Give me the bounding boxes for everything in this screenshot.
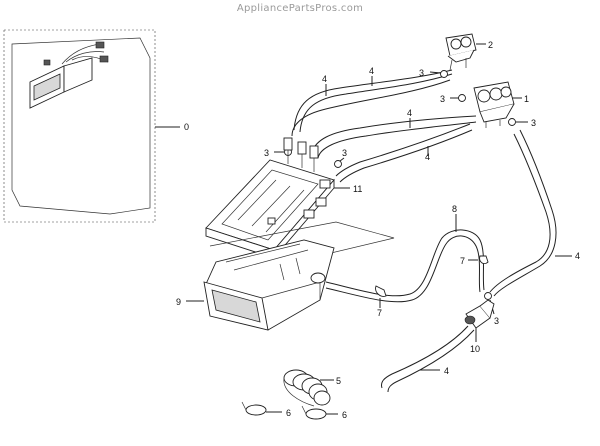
callout-0: 0 bbox=[184, 122, 189, 132]
detail-panel bbox=[3, 29, 156, 223]
callout-8: 8 bbox=[452, 204, 457, 214]
bellows-hose-5 bbox=[283, 369, 331, 407]
clamp-rings-6 bbox=[241, 401, 327, 420]
watermark: AppliancePartsPros.com bbox=[236, 3, 364, 14]
callout-4-upper-left: 4 bbox=[322, 74, 327, 84]
callout-4-middle: 4 bbox=[407, 108, 412, 118]
leader-3e bbox=[339, 157, 345, 162]
callout-2: 2 bbox=[488, 40, 493, 50]
callout-7-right: 7 bbox=[460, 256, 465, 266]
callout-4-lower: 4 bbox=[425, 152, 430, 162]
callout-4-right: 4 bbox=[575, 251, 580, 261]
callout-3-dispenser-right: 3 bbox=[342, 148, 347, 158]
callout-4-upper-right: 4 bbox=[369, 66, 374, 76]
callout-5: 5 bbox=[336, 376, 341, 386]
leader-3a bbox=[429, 71, 442, 74]
callout-1: 1 bbox=[524, 94, 529, 104]
dispenser-assembly-thumbnail bbox=[29, 41, 109, 109]
water-valve-1 bbox=[473, 81, 515, 128]
callout-3-dispenser-left: 3 bbox=[264, 148, 269, 158]
inlet-hoses bbox=[291, 69, 477, 183]
dispenser-housing-11 bbox=[205, 137, 335, 260]
callout-11: 11 bbox=[353, 184, 362, 194]
hose-4-right bbox=[489, 129, 557, 297]
dispenser-drawer-9 bbox=[203, 221, 395, 331]
callout-6-left: 6 bbox=[286, 408, 291, 418]
callout-3-valve-middle: 3 bbox=[440, 94, 445, 104]
callout-3-drain: 3 bbox=[494, 316, 499, 326]
callout-4-drain: 4 bbox=[444, 366, 449, 376]
callout-9: 9 bbox=[176, 297, 181, 307]
callout-3-valve-lower: 3 bbox=[531, 118, 536, 128]
drain-connector-10 bbox=[464, 299, 495, 329]
callout-7-left: 7 bbox=[377, 308, 382, 318]
callout-10: 10 bbox=[470, 344, 480, 354]
callout-6-right: 6 bbox=[342, 410, 347, 420]
hose-4-labels bbox=[325, 76, 429, 156]
hose-clips-7 bbox=[375, 255, 489, 297]
drain-hose-4 bbox=[381, 325, 475, 393]
water-valve-2 bbox=[445, 33, 477, 71]
callout-3-valve-upper: 3 bbox=[419, 68, 424, 78]
